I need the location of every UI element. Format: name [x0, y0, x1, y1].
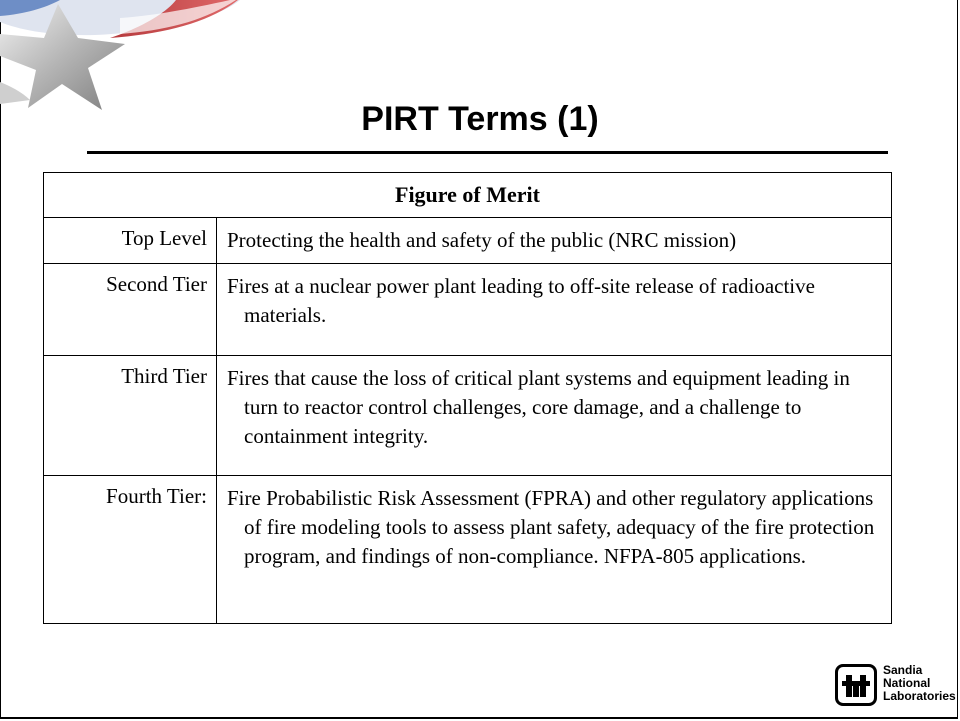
logo-line: Sandia [883, 663, 923, 677]
tier-label: Second Tier [43, 263, 217, 356]
table-header-row: Figure of Merit [43, 172, 892, 218]
table-header: Figure of Merit [43, 172, 892, 218]
logo-line: National [883, 676, 931, 690]
thunderbird-icon [835, 664, 877, 706]
tier-description: Fires at a nuclear power plant leading t… [216, 263, 892, 356]
table-row: Second Tier Fires at a nuclear power pla… [43, 263, 892, 356]
star-icon [0, 4, 125, 110]
slide-title: PIRT Terms (1) [361, 100, 599, 138]
tier-label: Top Level [43, 217, 217, 264]
tier-description: Fires that cause the loss of critical pl… [216, 355, 892, 476]
table-row: Top Level Protecting the health and safe… [43, 217, 892, 264]
tier-description: Protecting the health and safety of the … [216, 217, 892, 264]
star-swoosh-graphic [0, 0, 240, 110]
figure-of-merit-table: Figure of Merit Top Level Protecting the… [43, 172, 892, 624]
title-underline [87, 151, 888, 154]
logo-text: Sandia National Laboratories [883, 664, 956, 703]
sandia-logo: Sandia National Laboratories [835, 662, 956, 710]
table-row: Third Tier Fires that cause the loss of … [43, 355, 892, 476]
logo-line: Laboratories [883, 689, 956, 703]
table-row: Fourth Tier: Fire Probabilistic Risk Ass… [43, 475, 892, 624]
tier-label: Third Tier [43, 355, 217, 476]
tier-label: Fourth Tier: [43, 475, 217, 624]
tier-description: Fire Probabilistic Risk Assessment (FPRA… [216, 475, 892, 624]
